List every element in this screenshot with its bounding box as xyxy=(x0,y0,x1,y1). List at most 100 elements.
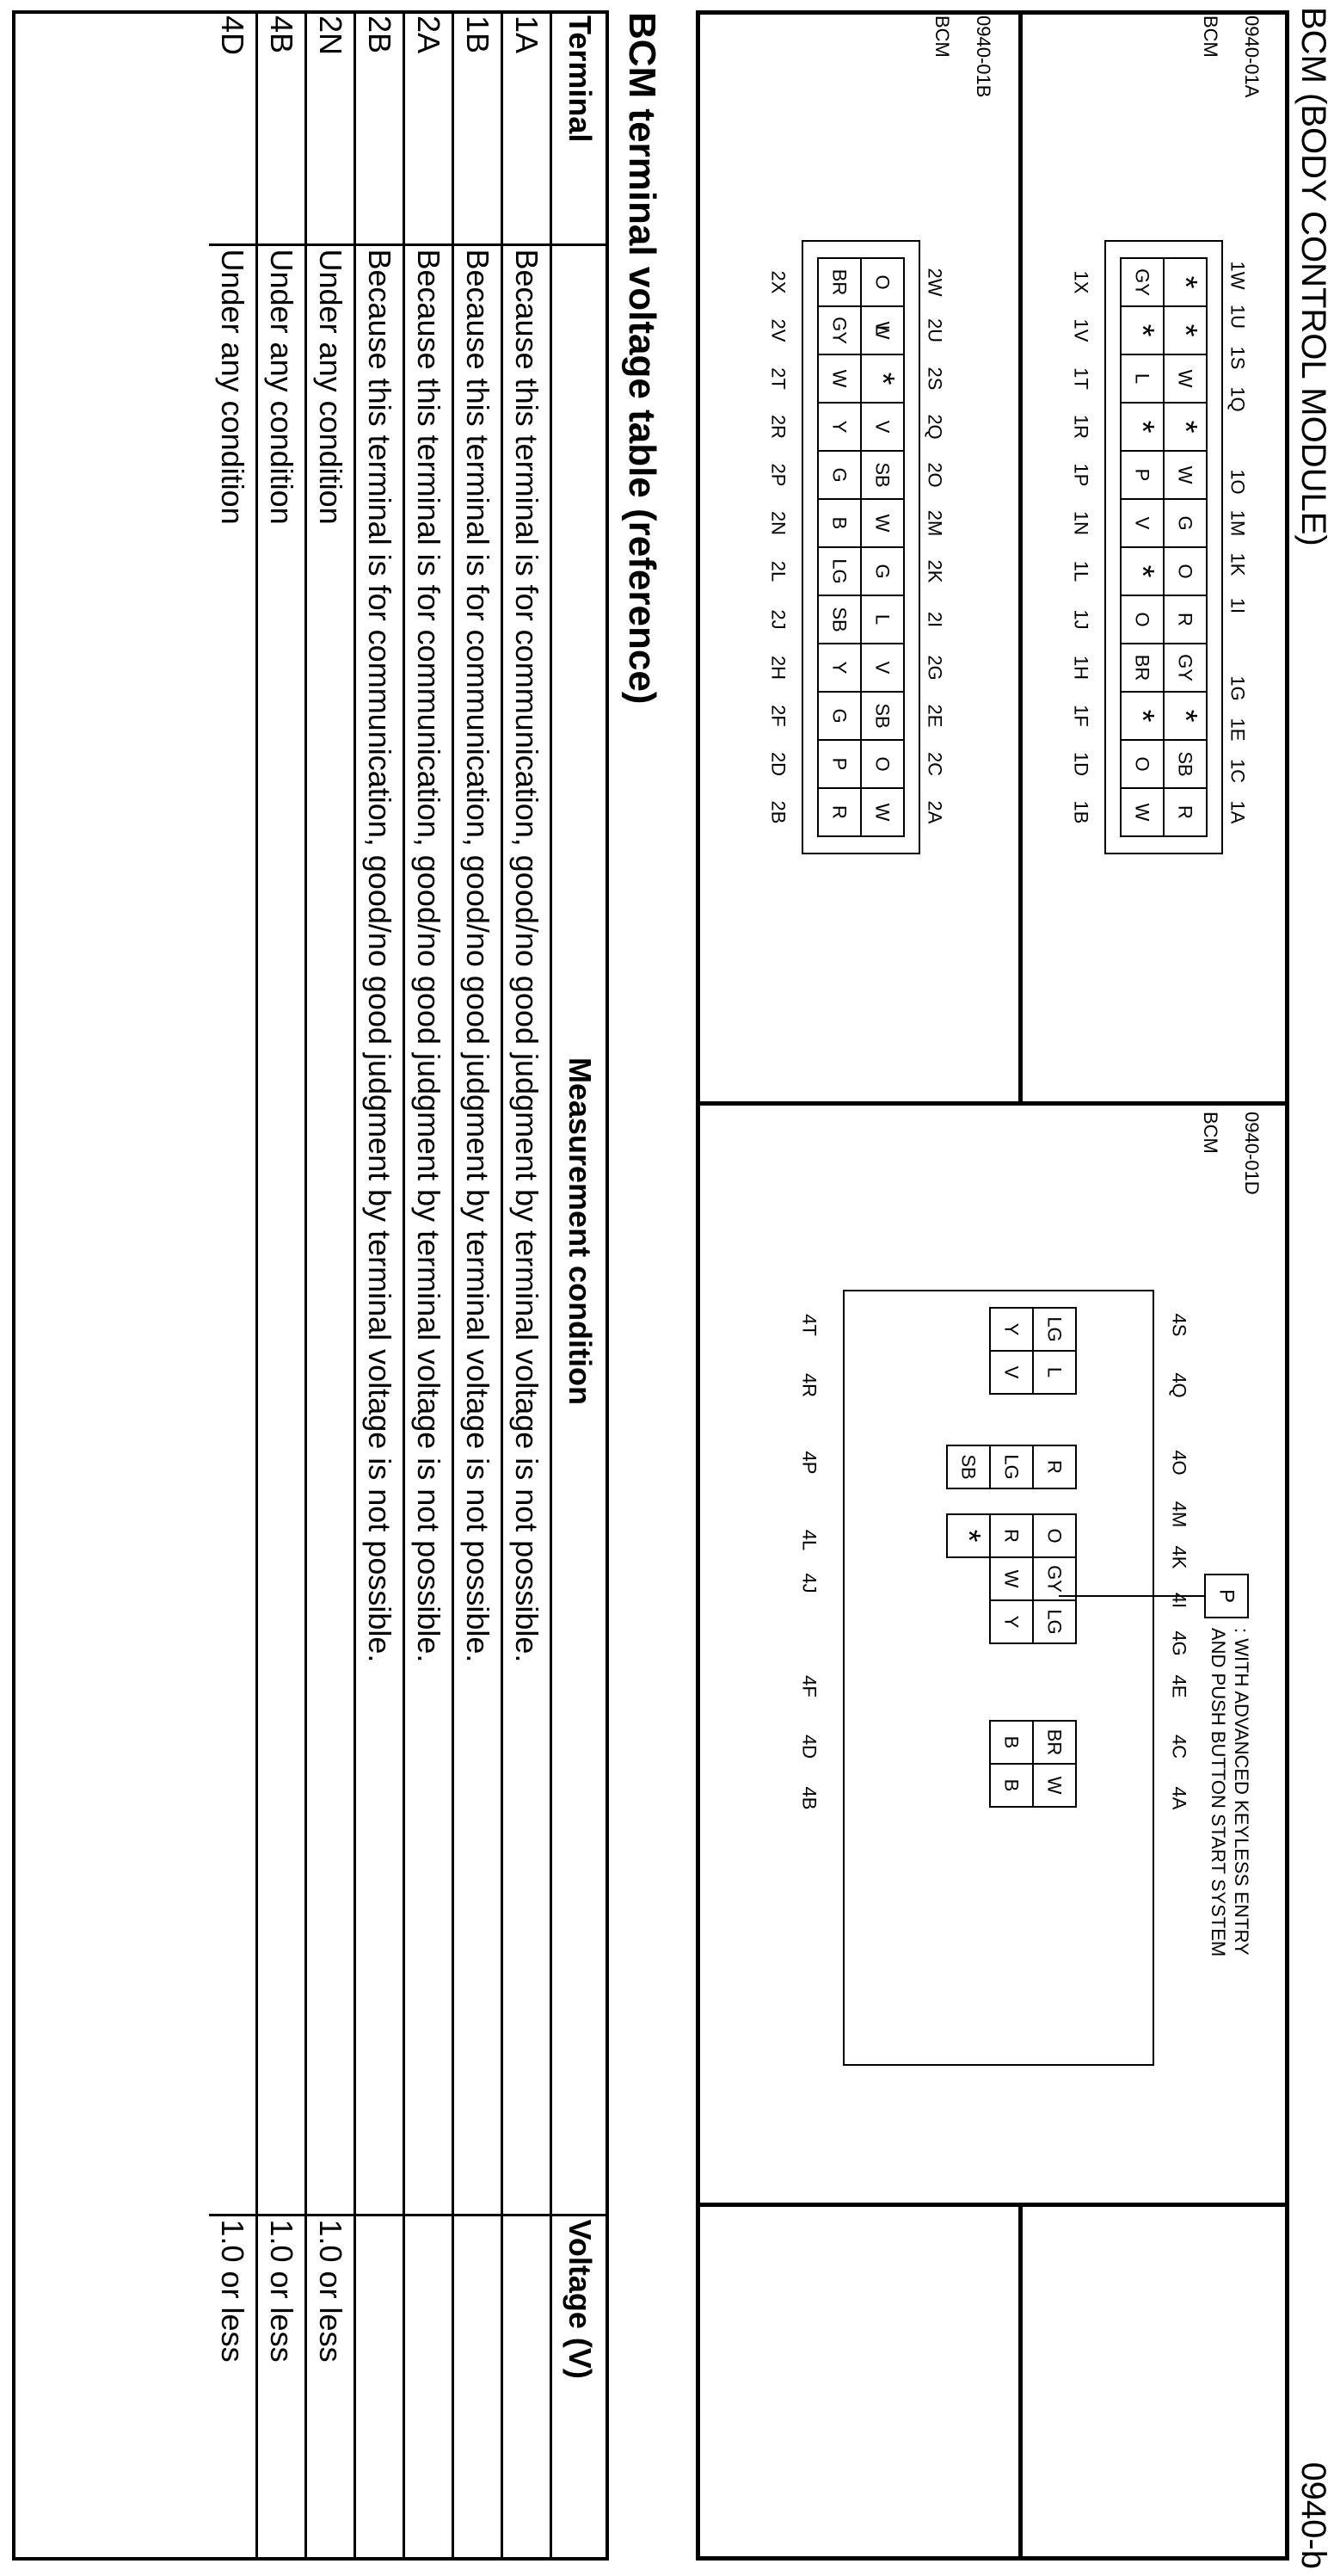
pin-label-top: 1A xyxy=(1227,801,1249,824)
pin-cell xyxy=(989,1350,1034,1395)
header-voltage: Voltage (V) xyxy=(550,2215,607,2559)
cell-terminal: 4D xyxy=(209,12,257,244)
pin-color: SB xyxy=(872,703,894,728)
cell-terminal: 2B xyxy=(354,12,404,244)
pin-label-top: 1Q xyxy=(1227,386,1249,411)
pin-label-bottom: 2T xyxy=(768,367,790,390)
table-row: 4D Under any condition 1.0 or less xyxy=(209,12,257,2559)
pin-label-bottom: 2P xyxy=(768,464,790,487)
pin-label-bottom: 2R xyxy=(768,415,790,439)
table-row: 1A Because this terminal is for communic… xyxy=(501,12,551,2559)
note-text-line-2: AND PUSH BUTTON START SYSTEM xyxy=(1208,1628,1229,1957)
connector-01d-diagram: 4S4Q4O4M4K4I4G4E4C4A4T4R4P4L4J4F4D4BLGLY… xyxy=(799,1290,1252,2066)
pin-label-top: 1U xyxy=(1227,305,1249,329)
pin-color: Y xyxy=(829,662,851,675)
pin-color: * xyxy=(1124,565,1160,578)
pin-color: SB xyxy=(829,607,851,632)
pin-label-bottom: 1F xyxy=(1071,705,1092,727)
pin-color: P xyxy=(1132,469,1153,482)
pin-color: B xyxy=(1001,1736,1023,1749)
pin-color: R xyxy=(1044,1460,1066,1474)
cell-condition: Because this terminal is for communicati… xyxy=(452,244,502,2215)
pin-color: O xyxy=(1132,612,1153,626)
pin-color: V xyxy=(1132,517,1153,530)
pin-label-top: 4A xyxy=(1169,1787,1190,1810)
pin-label-bottom: 2X xyxy=(768,271,790,294)
pin-label-bottom: 2B xyxy=(768,801,790,824)
pin-color: W xyxy=(1175,370,1196,388)
pin-color: GY xyxy=(829,317,851,344)
pin-cell xyxy=(989,1763,1034,1808)
pin-label-top: 1G xyxy=(1227,675,1249,700)
cell-condition: Under any condition xyxy=(209,244,257,2215)
pin-label-top: 2K xyxy=(925,560,946,583)
pin-color: * xyxy=(1167,324,1203,337)
pin-label-top: 4Q xyxy=(1169,1372,1190,1397)
pin-color: B xyxy=(829,517,851,530)
pin-color: O xyxy=(872,274,894,289)
pin-color: O xyxy=(1175,564,1196,578)
pin-label-top: 4M xyxy=(1169,1501,1190,1528)
pin-color: Y xyxy=(1001,1323,1023,1336)
pin-label-top: 2E xyxy=(925,705,946,728)
cell-condition: Because this terminal is for communicati… xyxy=(354,244,404,2215)
note-box-label: P xyxy=(1215,1589,1239,1603)
cell-voltage: 1.0 or less xyxy=(305,2215,355,2559)
pin-color: * xyxy=(1124,421,1160,434)
cell-terminal: 1A xyxy=(501,12,551,244)
pin-label-bottom: 4D xyxy=(799,1735,821,1759)
pin-label-top: 2C xyxy=(925,752,946,776)
cell-voltage xyxy=(452,2215,502,2559)
pin-color: W xyxy=(1001,1570,1023,1588)
pin-label-top: 1O xyxy=(1227,469,1249,494)
pin-label-top: 2U xyxy=(925,318,946,342)
pin-label-top: 2W xyxy=(925,268,946,297)
pin-label-top: 1K xyxy=(1227,553,1249,576)
pin-cell xyxy=(946,1445,991,1489)
pin-label-bottom: 2L xyxy=(768,561,790,582)
cell-voltage xyxy=(354,2215,404,2559)
pin-color: * xyxy=(1167,421,1203,434)
pin-label-bottom: 4J xyxy=(799,1573,821,1593)
pin-color: LG xyxy=(829,558,851,583)
cell-voltage xyxy=(501,2215,551,2559)
pin-label-bottom: 1L xyxy=(1071,561,1092,582)
pin-label-top: 1M xyxy=(1227,510,1249,537)
pin-color: SB xyxy=(872,462,894,487)
pin-label-bottom: 2F xyxy=(768,705,790,727)
pin-cell xyxy=(1120,787,1165,837)
cell-terminal: 1B xyxy=(452,12,502,244)
pin-color: R xyxy=(1175,805,1196,819)
pin-label-top: 2O xyxy=(925,462,946,487)
pin-label-top: 4S xyxy=(1169,1314,1190,1337)
pin-color: W xyxy=(1132,804,1153,822)
note-text-line-1: : WITH ADVANCED KEYLESS ENTRY xyxy=(1231,1628,1252,1956)
pin-color: * xyxy=(1167,276,1203,289)
pin-label-bottom: 2V xyxy=(768,319,790,342)
pin-color: R xyxy=(829,805,851,819)
cell-terminal: 4B xyxy=(256,12,306,244)
pin-color: W xyxy=(1044,1777,1066,1795)
pin-color: B xyxy=(1001,1779,1023,1792)
pin-label-bottom: 1R xyxy=(1071,415,1092,439)
pin-label-bottom: 1P xyxy=(1071,464,1092,487)
table-row: 1B Because this terminal is for communic… xyxy=(452,12,502,2559)
pin-label-bottom: 4L xyxy=(799,1530,821,1550)
cell-terminal: 2N xyxy=(305,12,355,244)
pin-label-bottom: 2H xyxy=(768,656,790,680)
pin-label-bottom: 2D xyxy=(768,752,790,776)
pin-cell xyxy=(989,1599,1034,1644)
pin-color: * xyxy=(1124,324,1160,337)
pin-label-bottom: 2N xyxy=(768,511,790,535)
table-row: 2B Because this terminal is for communic… xyxy=(354,12,404,2559)
pin-color: G xyxy=(829,467,851,482)
pin-label-bottom: 1J xyxy=(1071,609,1092,629)
pin-color: R xyxy=(1001,1529,1023,1543)
pin-color: O xyxy=(1044,1528,1066,1543)
header-condition: Measurement condition xyxy=(550,244,607,2215)
pin-label-bottom: 1D xyxy=(1071,752,1092,776)
cell-condition: Because this terminal is for communicati… xyxy=(403,244,453,2215)
pin-color: G xyxy=(872,564,894,578)
